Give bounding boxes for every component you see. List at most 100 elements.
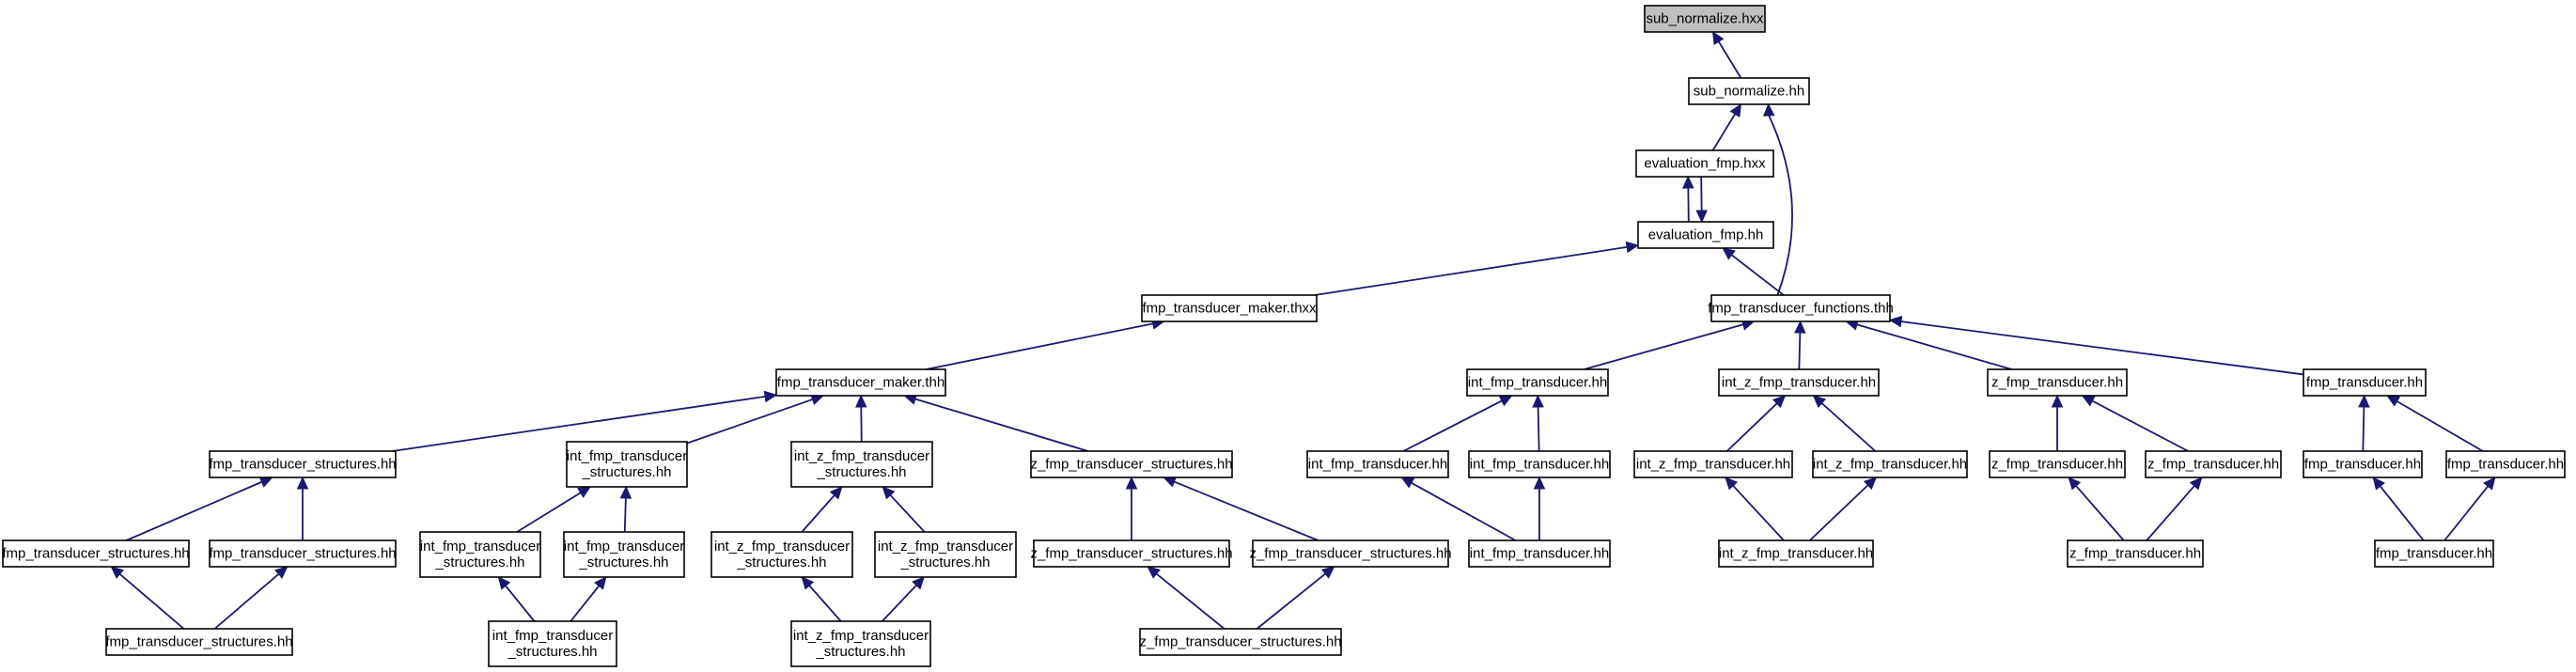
graph-edge <box>1163 476 1319 541</box>
graph-node[interactable]: int_fmp_transducer_structures.hh <box>419 531 541 578</box>
node-label: z_fmp_transducer.hh <box>1991 375 2123 391</box>
arrow-head-icon <box>801 576 815 590</box>
graph-node[interactable]: fmp_transducer_maker.thh <box>775 368 946 397</box>
graph-node[interactable]: z_fmp_transducer.hh <box>1989 450 2126 478</box>
edge-line <box>1402 399 1503 452</box>
graph-node[interactable]: int_fmp_transducer_structures.hh <box>566 441 688 488</box>
graph-node[interactable]: int_fmp_transducer.hh <box>1468 539 1611 568</box>
node-label: sub_normalize.hxx <box>1646 11 1764 27</box>
graph-node[interactable]: evaluation_fmp.hxx <box>1635 149 1774 178</box>
node-box <box>1635 149 1774 178</box>
node-label: _structures.hh <box>507 644 597 660</box>
graph-node[interactable]: sub_normalize.hh <box>1688 77 1810 105</box>
node-box <box>1252 539 1449 568</box>
node-label: int_fmp_transducer.hh <box>1470 546 1609 562</box>
graph-node[interactable]: int_z_fmp_transducer.hh <box>1812 450 1968 478</box>
graph-node[interactable]: z_fmp_transducer.hh <box>2067 539 2204 568</box>
graph-node[interactable]: fmp_transducer.hh <box>2303 368 2427 397</box>
graph-node[interactable]: int_z_fmp_transducer.hh <box>1718 539 1874 568</box>
graph-edge <box>2081 395 2189 452</box>
node-box <box>2 539 190 568</box>
graph-node[interactable]: int_z_fmp_transducer_structures.hh <box>790 620 931 667</box>
arrow-head-icon <box>1498 395 1513 407</box>
graph-node[interactable]: fmp_transducer_structures.hh <box>105 628 293 656</box>
graph-node[interactable]: int_z_fmp_transducer_structures.hh <box>710 531 853 578</box>
nodes-layer: sub_normalize.hxx sub_normalize.hhevaluat… <box>2 5 2566 667</box>
graph-edge <box>1533 476 1546 540</box>
node-label: _structures.hh <box>899 555 990 570</box>
graph-node[interactable]: fmp_transducer.hh <box>2374 539 2494 568</box>
node-box <box>209 539 397 568</box>
edge-line <box>1732 485 1785 541</box>
graph-edge <box>1809 477 1878 541</box>
arrow-head-icon <box>1794 320 1806 334</box>
edge-line <box>2091 399 2189 452</box>
edge-line <box>808 585 842 622</box>
graph-node[interactable]: evaluation_fmp.hh <box>1637 221 1774 249</box>
graph-edge <box>213 566 289 630</box>
graph-node[interactable]: z_fmp_transducer.hh <box>1987 368 2128 397</box>
edge-line <box>1726 402 1778 452</box>
graph-edge <box>686 394 825 445</box>
graph-edge <box>2443 477 2496 541</box>
node-label: int_z_fmp_transducer.hh <box>1636 457 1790 473</box>
graph-edge <box>2068 477 2125 541</box>
graph-node[interactable]: fmp_transducer.hh <box>2445 450 2566 478</box>
arrow-head-icon <box>2483 477 2496 491</box>
graph-node[interactable]: int_fmp_transducer.hh <box>1466 368 1609 397</box>
node-label: fmp_transducer_structures.hh <box>209 546 396 562</box>
arrow-head-icon <box>1400 477 1415 489</box>
node-label: _structures.hh <box>816 464 906 480</box>
arrow-head-icon <box>2081 395 2096 407</box>
node-box <box>2374 539 2494 568</box>
node-box <box>1633 450 1793 478</box>
edge-line <box>889 494 926 533</box>
arrow-head-icon <box>1772 395 1787 409</box>
graph-node[interactable]: fmp_transducer_maker.thxx <box>1141 294 1318 322</box>
graph-node[interactable]: z_fmp_transducer_structures.hh <box>1139 628 1342 656</box>
graph-node[interactable]: int_fmp_transducer_structures.hh <box>563 531 685 578</box>
graph-edge <box>497 576 536 622</box>
edge-line <box>2075 485 2125 541</box>
node-label: evaluation_fmp.hxx <box>1644 156 1766 172</box>
edge-line <box>1718 40 1742 79</box>
arrow-head-icon <box>274 566 289 579</box>
arrow-head-icon <box>829 486 843 500</box>
graph-edge <box>2051 394 2064 451</box>
graph-node[interactable]: z_fmp_transducer.hh <box>2145 450 2282 478</box>
arrow-head-icon <box>2051 394 2064 408</box>
graph-edge <box>2386 395 2484 452</box>
node-box <box>874 531 1017 578</box>
graph-node[interactable]: fmp_transducer_structures.hh <box>209 539 397 568</box>
graph-node[interactable]: fmp_transducer_structures.hh <box>2 539 190 568</box>
edge-line <box>2443 485 2490 541</box>
graph-node[interactable]: int_z_fmp_transducer.hh <box>1718 368 1880 397</box>
graph-node[interactable]: z_fmp_transducer_structures.hh <box>1030 450 1233 478</box>
node-box <box>2303 368 2427 397</box>
node-label: int_z_fmp_transducer <box>793 628 929 644</box>
graph-node[interactable]: int_fmp_transducer_structures.hh <box>488 620 617 667</box>
node-label: int_z_fmp_transducer <box>714 539 850 555</box>
edge-line <box>505 585 536 622</box>
node-label: int_z_fmp_transducer.hh <box>1722 375 1876 391</box>
node-box <box>1141 294 1318 322</box>
graph-node[interactable]: fmp_transducer.hh <box>2303 450 2423 478</box>
arrow-head-icon <box>1812 395 1827 409</box>
edge-line <box>882 585 917 622</box>
graph-node[interactable]: z_fmp_transducer_structures.hh <box>1030 539 1233 568</box>
graph-node[interactable]: int_fmp_transducer.hh <box>1468 450 1611 478</box>
node-label: z_fmp_transducer.hh <box>2069 546 2201 562</box>
arrow-head-icon <box>1682 175 1694 189</box>
edge-line <box>570 585 601 622</box>
graph-node[interactable]: fmp_transducer_structures.hh <box>209 450 397 478</box>
graph-node[interactable]: int_z_fmp_transducer_structures.hh <box>790 441 933 488</box>
node-box <box>1987 368 2128 397</box>
graph-node[interactable]: fmp_transducer_functions.thh <box>1708 294 1894 322</box>
edge-line <box>1537 406 1540 452</box>
graph-node[interactable]: z_fmp_transducer_structures.hh <box>1249 539 1452 568</box>
graph-node[interactable]: int_z_fmp_transducer_structures.hh <box>874 531 1017 578</box>
graph-node[interactable]: int_fmp_transducer.hh <box>1306 450 1449 478</box>
edge-line <box>1798 332 1802 370</box>
graph-node[interactable]: int_z_fmp_transducer.hh <box>1633 450 1793 478</box>
arrow-head-icon <box>1532 394 1544 408</box>
